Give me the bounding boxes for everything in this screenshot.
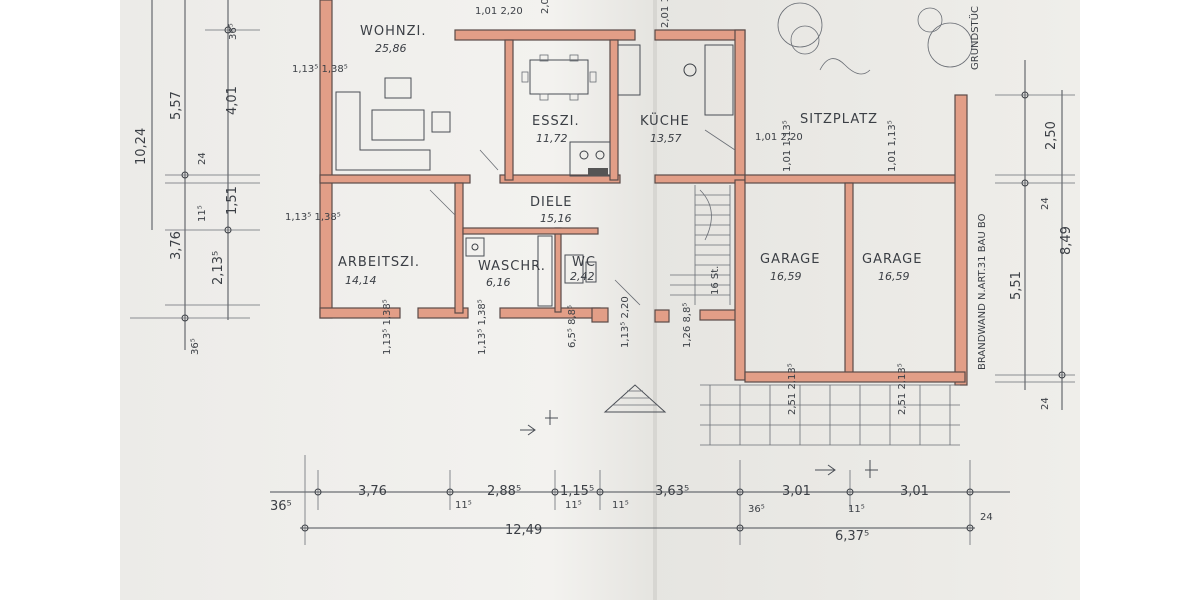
dim-left2-2: 2,13⁵ [211, 251, 226, 285]
opening-7: 1,01 1,13⁵ [887, 120, 898, 172]
opening-0: 1,01 2,20 [475, 6, 523, 17]
dim-left2-0: 4,01 [225, 86, 240, 115]
room-name-waschraum: WASCHR. [478, 259, 546, 274]
opening-12: 1,26 8,8⁵ [682, 303, 693, 348]
room-name-wc: WC [572, 255, 596, 270]
stair-label: 16 St. [710, 266, 721, 295]
room-name-sitzplatz: SITZPLATZ [800, 112, 878, 127]
room-area-garage-1: 16,59 [770, 270, 802, 283]
room-name-esszimmer: ESSZI. [532, 114, 580, 129]
walls [319, 0, 968, 386]
opening-5: 1,01 2,20 [755, 132, 803, 143]
dim-bottom-2: 2,88⁵ [487, 484, 521, 499]
dim-bottom-4: 3,63⁵ [655, 484, 689, 499]
garden-plants [777, 2, 973, 75]
dim-bottom-small-4: 11⁵ [848, 504, 865, 515]
dim-left-0: 5,57 [169, 91, 184, 120]
dimension-texts: 36⁵ 3,76 2,88⁵ 1,15⁵ 3,63⁵ 3,01 3,01 11⁵… [134, 0, 1074, 544]
room-area-esszimmer: 11,72 [536, 132, 568, 145]
brandwand-label: BRANDWAND N.ART.31 BAU BO [977, 213, 988, 370]
dim-bottom-0: 36⁵ [270, 499, 292, 514]
dimension-lines [130, 0, 1075, 545]
dim-left2-4: 24 [197, 152, 208, 165]
dim-bottom-total-left: 12,49 [505, 523, 542, 538]
opening-9: 1,13⁵ 1,38⁵ [477, 299, 488, 355]
room-area-wohnzimmer: 25,86 [375, 42, 407, 55]
opening-10: 6,5⁵ 8,8⁵ [567, 305, 578, 348]
dim-bottom-1: 3,76 [358, 484, 387, 499]
dim-left-1: 3,76 [169, 231, 184, 260]
opening-13: 2,51 2,13⁵ [787, 363, 798, 415]
section-markers [520, 410, 878, 478]
dim-bottom-5: 3,01 [782, 484, 811, 499]
entrance-stairs [603, 384, 667, 413]
opening-1: 2,01 1,26 [540, 0, 551, 14]
terrace-grid [700, 384, 960, 446]
opening-4: 1,13⁵ 1,38⁵ [285, 212, 341, 223]
room-labels: WOHNZI. 25,86 ESSZI. 11,72 KÜCHE 13,57 S… [338, 6, 988, 370]
room-name-arbeitszimmer: ARBEITSZI. [338, 255, 420, 270]
dim-left-2: 36⁵ [190, 338, 201, 355]
room-area-wc: 2,42 [570, 270, 595, 283]
room-area-diele: 15,16 [540, 212, 572, 225]
dim-right-3: 24 [1040, 397, 1051, 410]
opening-3: 1,13⁵ 1,38⁵ [292, 64, 348, 75]
room-name-kueche: KÜCHE [640, 112, 690, 129]
room-area-arbeitszimmer: 14,14 [345, 274, 377, 287]
opening-14: 2,51 2,13⁵ [897, 363, 908, 415]
dim-bottom-small-0: 11⁵ [455, 500, 472, 511]
dim-bottom-small-5: 24 [980, 512, 993, 523]
dim-left2-1: 1,51 [225, 186, 240, 215]
room-area-waschraum: 6,16 [486, 276, 511, 289]
dim-left2-3: 36⁵ [228, 23, 239, 40]
dim-bottom-small-2: 11⁵ [612, 500, 629, 511]
room-area-garage-2: 16,59 [878, 270, 910, 283]
room-name-garage-2: GARAGE [862, 252, 922, 267]
dim-bottom-6: 3,01 [900, 484, 929, 499]
room-name-garage-1: GARAGE [760, 252, 820, 267]
stair [670, 185, 731, 305]
opening-6: 1,01 1,13⁵ [782, 120, 793, 172]
dim-right-2: 8,49 [1059, 226, 1074, 255]
dim-right-1: 5,51 [1009, 271, 1024, 300]
room-name-diele: DIELE [530, 195, 573, 210]
room-area-kueche: 13,57 [650, 132, 682, 145]
opening-2: 2,01 1,26 [660, 0, 671, 28]
dim-bottom-small-3: 36⁵ [748, 504, 765, 515]
dim-left-total: 10,24 [134, 128, 149, 165]
dim-bottom-total-right: 6,37⁵ [835, 529, 869, 544]
dim-right-0: 2,50 [1044, 121, 1059, 150]
opening-11: 1,13⁵ 2,20 [620, 296, 631, 348]
dim-right-4: 24 [1040, 197, 1051, 210]
furniture [335, 44, 736, 307]
dim-left2-5: 11⁵ [197, 205, 208, 222]
grundstueck-label: GRUNDSTÜC [968, 6, 981, 70]
dim-bottom-small-1: 11⁵ [565, 500, 582, 511]
opening-8: 1,13⁵ 1,38⁵ [382, 299, 393, 355]
dim-bottom-3: 1,15⁵ [560, 484, 594, 499]
room-name-wohnzimmer: WOHNZI. [360, 24, 426, 39]
